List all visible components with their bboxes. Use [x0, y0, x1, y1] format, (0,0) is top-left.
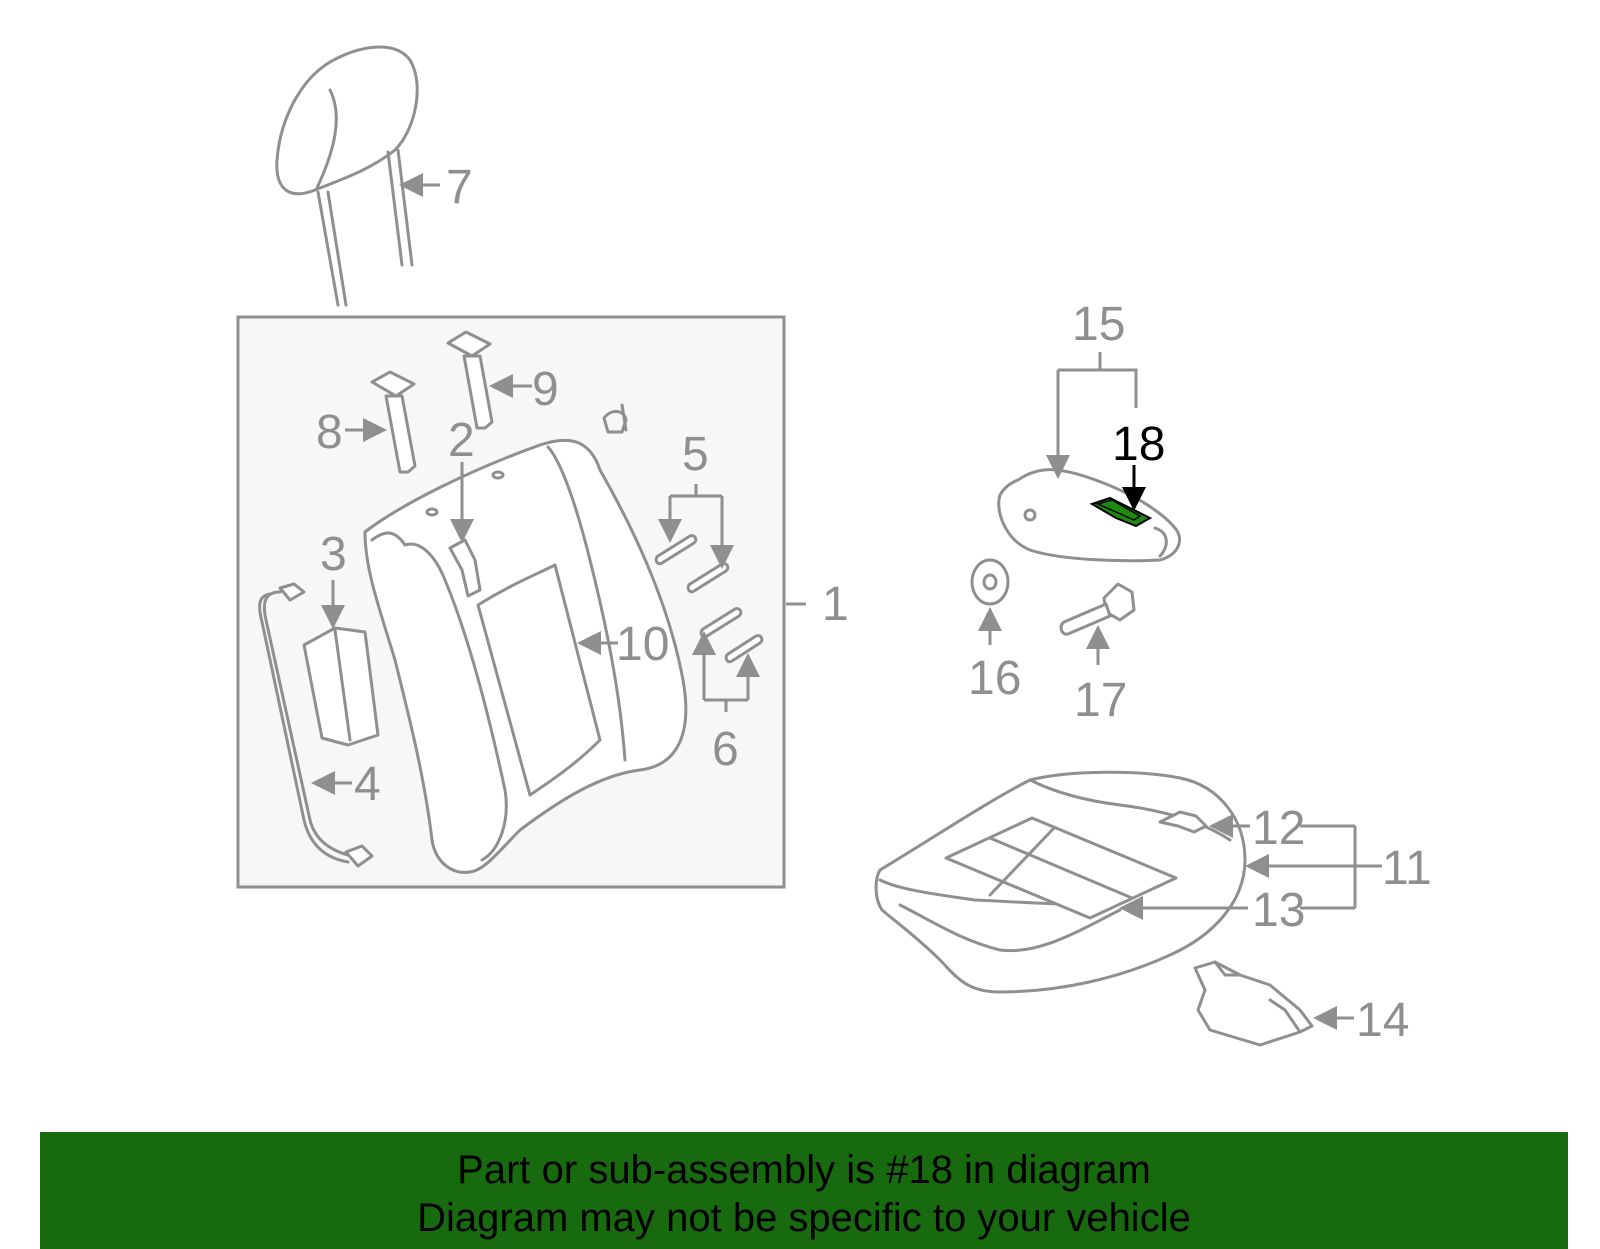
- callout-8: 8: [316, 406, 343, 459]
- seat-bracket-part: [1193, 960, 1314, 1047]
- callout-14: 14: [1356, 994, 1409, 1047]
- small-clip-part: [602, 403, 628, 434]
- seatback-pad-part: [476, 563, 602, 797]
- headrest-guide-9-part: [446, 330, 494, 430]
- callout-13: 13: [1252, 884, 1305, 937]
- seat-pad-lines: [988, 826, 1134, 900]
- callout-15: 15: [1072, 298, 1125, 351]
- callout-12: 12: [1252, 802, 1305, 855]
- seat-bracket-detail: [1213, 960, 1302, 1034]
- callout-4: 4: [354, 758, 381, 811]
- callout-10: 10: [616, 618, 669, 671]
- callout-6: 6: [712, 723, 739, 776]
- headrest-guide-8-part: [370, 370, 417, 474]
- banner-line-2: Diagram may not be specific to your vehi…: [417, 1196, 1191, 1240]
- callout-2: 2: [448, 414, 475, 467]
- recliner-cover-part: [997, 468, 1181, 563]
- callout-16: 16: [968, 652, 1021, 705]
- callout-18: 18: [1112, 418, 1165, 471]
- callout-15-bracket: [1058, 368, 1138, 408]
- callout-3: 3: [320, 528, 347, 581]
- callout-5: 5: [682, 428, 709, 481]
- banner-line-1: Part or sub-assembly is #18 in diagram: [457, 1148, 1151, 1192]
- callout-9: 9: [532, 363, 559, 416]
- callout-1: 1: [822, 578, 849, 631]
- callout-17: 17: [1074, 674, 1127, 727]
- washer-part: [970, 558, 1010, 606]
- callout-11: 11: [1382, 842, 1432, 895]
- wire-harness-part: [258, 582, 374, 868]
- bolt-part: [1059, 582, 1136, 636]
- seat-clip-part: [1158, 810, 1208, 834]
- callout-7: 7: [446, 161, 473, 214]
- headrest-part: [275, 45, 419, 307]
- highlighted-part-18-detail: [1095, 499, 1142, 521]
- info-banner: Part or sub-assembly is #18 in diagram D…: [40, 1132, 1568, 1249]
